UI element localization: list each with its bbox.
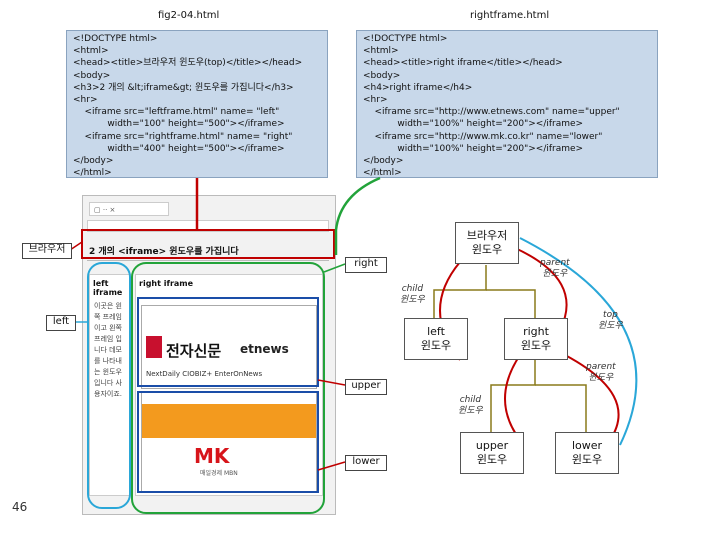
etnews-logo-mark	[146, 336, 162, 358]
node-lower-window: lower 윈도우	[555, 432, 619, 474]
left-iframe-pane: left iframe 이곳은 왼쪽 프레임이고 왼쪽 프레임 입니다 데모를 …	[89, 274, 131, 496]
code-line: <iframe src="http://www.etnews.com" name…	[363, 107, 620, 118]
lower-highlight	[137, 391, 319, 493]
code-line: <html>	[363, 46, 399, 57]
callout-lower: lower	[345, 455, 387, 471]
code-line: </body>	[73, 156, 114, 167]
page-number: 46	[12, 500, 28, 514]
callout-left: left	[46, 315, 76, 331]
parent-arrow-2	[564, 354, 620, 441]
code-line: </html>	[73, 168, 112, 179]
code-line: width="100" height="500"></iframe>	[73, 119, 285, 130]
lower-iframe: MK 매일경제 MBN	[141, 391, 317, 493]
etnews-logo: 전자신문	[166, 342, 222, 360]
left-iframe-text: 이곳은 왼쪽 프레임이고 왼쪽 프레임 입니다 데모를 나타내는 윈도우입니다 …	[94, 302, 122, 398]
left-code-box: <!DOCTYPE html> <html><head><title>브라우저 윈…	[66, 30, 328, 178]
code-line: <hr>	[363, 95, 388, 106]
code-line: <head><title>right iframe</title></head>	[363, 58, 563, 69]
upper-iframe: 전자신문 etnews NextDaily CIOBIZ+ EnterOnNew…	[141, 305, 317, 389]
browser-tab: ▢ ·· ×	[89, 202, 169, 216]
rel-child-1: child 윈도우	[400, 284, 425, 305]
code-line: <iframe src="http://www.mk.co.kr" name="…	[363, 131, 603, 142]
left-file-label: fig2-04.html	[158, 10, 220, 21]
callout-right: right	[345, 257, 387, 273]
green-right-highlight	[131, 262, 325, 514]
code-line: </html>	[363, 168, 402, 179]
code-line: width="100%" height="200"></iframe>	[363, 143, 584, 154]
blue-left-highlight	[87, 262, 131, 509]
browser-heading: 2 개의 <iframe> 윈도우를 가집니다	[89, 247, 239, 257]
upper-highlight	[137, 297, 319, 387]
code-line: width="400" height="500"></iframe>	[73, 143, 285, 154]
callout-browser: 브라우저	[22, 243, 72, 259]
left-iframe-title: left iframe	[93, 279, 123, 297]
code-line: <iframe src="leftframe.html" name= "left…	[73, 107, 280, 118]
mk-ticker-bar	[142, 404, 316, 438]
code-line: <!DOCTYPE html>	[363, 34, 448, 44]
callout-upper: upper	[345, 379, 387, 395]
mk-logo: MK	[194, 444, 230, 468]
rel-parent-2: parent 윈도우	[586, 362, 616, 383]
node-upper-window: upper 윈도우	[460, 432, 524, 474]
etnews-logo-en: etnews	[240, 342, 289, 356]
code-line: <head><title>브라우저 윈도우(top)</title></head…	[73, 58, 303, 69]
red-browser-highlight	[81, 229, 335, 259]
node-right-window: right 윈도우	[504, 318, 568, 360]
code-line: <hr>	[73, 95, 98, 106]
code-line: <html>	[73, 46, 109, 57]
green-connector	[334, 176, 381, 255]
right-iframe-title: right iframe	[139, 279, 194, 288]
node-left-window: left 윈도우	[404, 318, 468, 360]
etnews-nav: NextDaily CIOBIZ+ EnterOnNews	[146, 370, 263, 378]
right-file-label: rightframe.html	[470, 10, 550, 21]
rel-parent-1: parent 윈도우	[540, 258, 570, 279]
rel-child-2: child 윈도우	[458, 395, 483, 416]
node-browser-window: 브라우저 윈도우	[455, 222, 519, 264]
code-line: <iframe src="rightframe.html" name= "rig…	[73, 131, 293, 142]
top-arrow	[519, 237, 638, 446]
code-line: <h3>2 개의 &lt;iframe&gt; 윈도우를 가집니다</h3>	[73, 82, 294, 93]
rel-top: top 윈도우	[598, 310, 623, 331]
code-line: <!DOCTYPE html>	[73, 34, 158, 44]
code-line: <h4>right iframe</h4>	[363, 82, 473, 93]
mk-subtitle: 매일경제 MBN	[200, 470, 238, 477]
browser-divider	[87, 260, 329, 261]
code-line: <body>	[363, 70, 401, 81]
code-line: width="100%" height="200"></iframe>	[363, 119, 584, 130]
code-line: </body>	[363, 156, 404, 167]
code-line: <body>	[73, 70, 111, 81]
right-code-box: <!DOCTYPE html> <html><head><title>right …	[356, 30, 658, 178]
